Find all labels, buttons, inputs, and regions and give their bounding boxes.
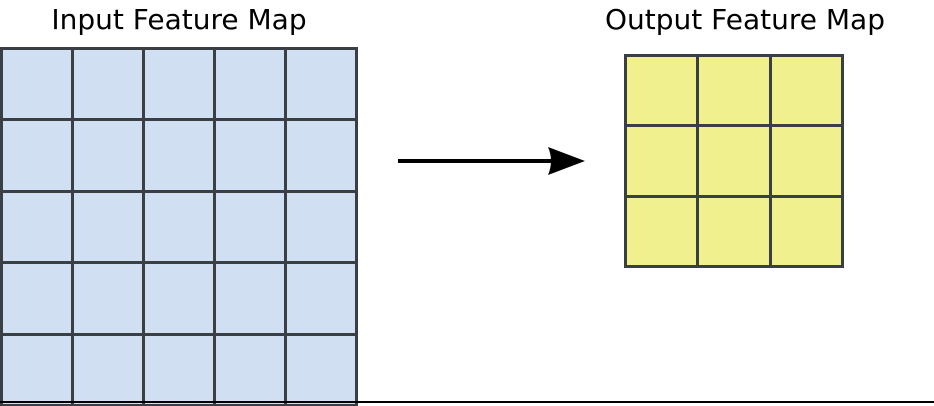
input-cell — [3, 264, 71, 333]
output-feature-map-title: Output Feature Map — [605, 3, 885, 36]
input-cell — [145, 335, 213, 404]
input-feature-map-title: Input Feature Map — [51, 3, 307, 36]
input-cell — [287, 264, 355, 333]
right-arrow-icon — [398, 147, 585, 175]
output-cell — [627, 127, 697, 195]
output-cell — [699, 57, 769, 125]
input-cell — [145, 121, 213, 190]
bottom-divider — [0, 401, 934, 403]
input-cell — [74, 121, 142, 190]
input-cell — [216, 335, 284, 404]
output-cell — [771, 127, 841, 195]
input-cell — [216, 121, 284, 190]
input-cell — [287, 335, 355, 404]
input-cell — [287, 50, 355, 119]
input-cell — [3, 192, 71, 262]
output-cell — [771, 197, 841, 265]
input-cell — [74, 264, 142, 333]
input-cell — [216, 192, 284, 262]
output-cell — [699, 197, 769, 265]
input-cell — [216, 50, 284, 119]
input-cell — [3, 335, 71, 404]
output-cell — [627, 197, 697, 265]
input-cell — [3, 121, 71, 190]
output-cell — [771, 57, 841, 125]
input-cell — [74, 335, 142, 404]
input-feature-map-grid — [0, 47, 358, 406]
input-cell — [3, 50, 71, 119]
output-cell — [699, 127, 769, 195]
input-cell — [287, 192, 355, 262]
input-cell — [145, 264, 213, 333]
output-feature-map-grid — [624, 54, 844, 268]
output-cell — [627, 57, 697, 125]
input-cell — [145, 50, 213, 119]
input-cell — [74, 192, 142, 262]
input-cell — [216, 264, 284, 333]
input-cell — [74, 50, 142, 119]
input-cell — [145, 192, 213, 262]
input-cell — [287, 121, 355, 190]
